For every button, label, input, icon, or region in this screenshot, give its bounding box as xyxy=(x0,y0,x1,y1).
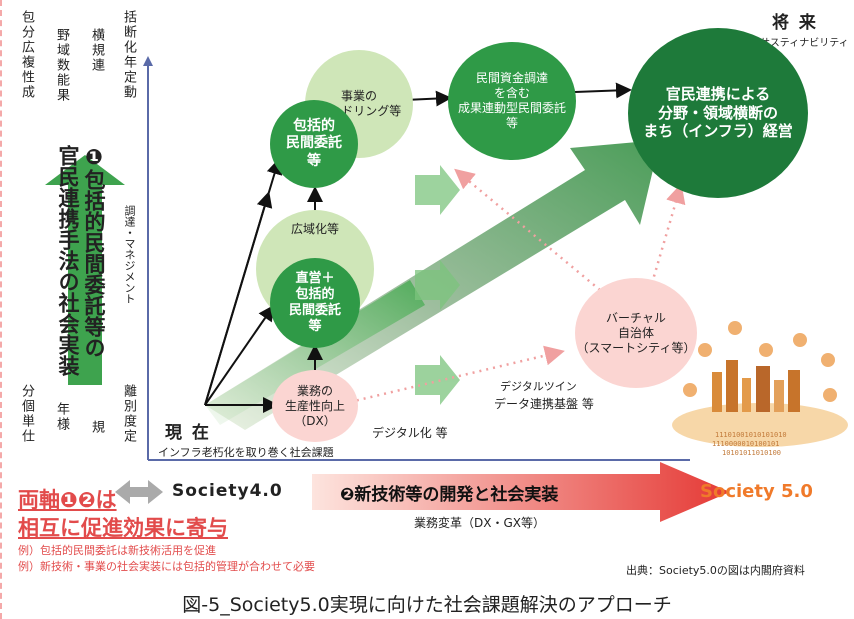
present-title: 現 在 xyxy=(165,423,211,443)
society5-label: Society 5.0 xyxy=(700,481,813,502)
future-subtitle: サスティナビリティ xyxy=(760,38,849,49)
node-virtual: バーチャル 自治体 （スマートシティ等） xyxy=(575,278,697,388)
node-kanmin-label: 官民連携による 分野・領域横断の まち（インフラ）経営 xyxy=(643,84,793,141)
svg-text:1110000010100101: 1110000010100101 xyxy=(712,440,779,448)
node-chokuei: 直営＋ 包括的 民間委託 等 xyxy=(270,258,360,348)
scope-col-3: 横規連 xyxy=(89,28,104,73)
node-productivity-label: 業務の 生産性向上 （DX） xyxy=(284,383,345,428)
svg-text:11101001010101010: 11101001010101010 xyxy=(715,431,787,439)
scope-col-2: 野域数能果 xyxy=(54,28,69,103)
node-kanmin: 官民連携による 分野・領域横断の まち（インフラ）経営 xyxy=(628,28,808,198)
node-virtual-label: バーチャル 自治体 （スマートシティ等） xyxy=(576,310,696,355)
society4-label: Society4.0 xyxy=(172,481,283,501)
source-note: 出典：Society5.0の図は内閣府資料 xyxy=(626,564,805,577)
gyomu-label: 業務変革（DX・GX等） xyxy=(414,516,545,530)
figure-caption: 図-5_Society5.0実現に向けた社会課題解決のアプローチ xyxy=(182,594,672,616)
axis-mid-label: 調達・マネジメント xyxy=(123,205,136,304)
present-subtitle: インフラ老朽化を取り巻く社会課題 xyxy=(158,446,334,459)
scope-col-b2: 年様 xyxy=(54,402,69,432)
node-productivity: 業務の 生産性向上 （DX） xyxy=(272,370,358,442)
digital-label: デジタル化 等 xyxy=(372,426,448,440)
digital-twin-label-2: データ連携基盤 等 xyxy=(494,397,594,411)
future-title: 将 来 xyxy=(772,13,818,33)
svg-text:10101011010100: 10101011010100 xyxy=(722,449,781,457)
node-kouiki-label: 広域化等 xyxy=(290,222,339,236)
scope-col-4: 括断化年定動 xyxy=(121,10,136,100)
node-houkatsu-top: 包括的 民間委託 等 xyxy=(270,100,358,188)
axis2-title: ❷新技術等の開発と社会実装 xyxy=(340,485,559,505)
ryojiku-line1: 両軸❶❷は xyxy=(18,488,117,512)
ryojiku-line2: 相互に促進効果に寄与 xyxy=(18,516,228,540)
scope-col-b3: 規 xyxy=(89,420,104,435)
node-minkan-shikin: 民間資金調達 を含む 成果連動型民間委託 等 xyxy=(448,42,576,160)
axis1-title-line1: ❶包括的民間委託等の xyxy=(82,145,106,358)
city-illustration: 11101001010101010 1110000010100101 10101… xyxy=(672,321,848,457)
axis1-title-line2: 官民連携手法の社会実装 xyxy=(56,145,80,376)
up-arrow-icon xyxy=(45,155,125,385)
node-houkatsu-top-label: 包括的 民間委託 等 xyxy=(286,117,342,169)
node-minkan-shikin-label: 民間資金調達 を含む 成果連動型民間委託 等 xyxy=(457,71,566,130)
scope-col-1: 包分広複性成 xyxy=(19,10,34,100)
scope-col-b1: 分個単仕 xyxy=(19,384,34,444)
example-1: 例）包括的民間委託は新技術活用を促進 xyxy=(18,544,216,557)
left-border xyxy=(0,0,4,619)
node-chokuei-label: 直営＋ 包括的 民間委託 等 xyxy=(288,270,341,335)
digital-twin-label-1: デジタルツイン xyxy=(500,380,577,393)
scope-col-b4: 離別度定 xyxy=(121,384,136,444)
example-2: 例）新技術・事業の社会実装には包括的管理が合わせて必要 xyxy=(18,560,315,573)
